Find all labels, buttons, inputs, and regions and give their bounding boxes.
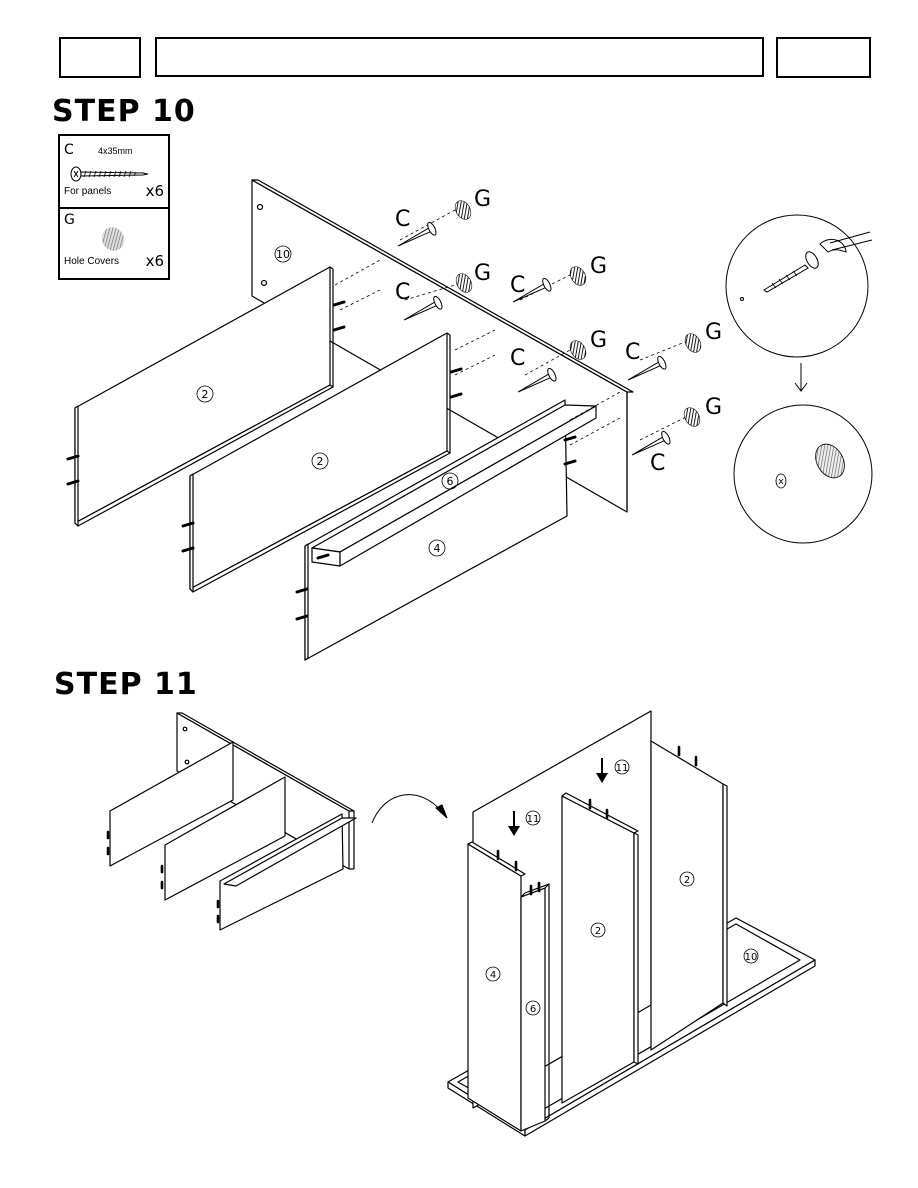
part-g-qty: x6: [145, 252, 164, 270]
arrow-down-icon: [508, 758, 608, 836]
detail-arrow-down: [794, 363, 808, 392]
hole-cover-icon: [454, 200, 702, 427]
screw-icon: [631, 430, 671, 456]
part-c-qty: x6: [145, 182, 164, 200]
detail-magnifier: [725, 214, 873, 544]
header-box-center: [155, 37, 764, 77]
part-g: G Hole Covers x6: [60, 208, 168, 279]
screw-icon: [627, 355, 667, 381]
panel-num-11: 11: [616, 763, 629, 774]
shelf-panel-2-rear: [650, 740, 728, 1051]
part-c-letter: C: [64, 142, 74, 158]
label-g: G: [474, 261, 491, 286]
panel-num-10: 10: [276, 248, 290, 261]
panel-num-10: 10: [745, 952, 758, 963]
panel-num-2: 2: [595, 926, 601, 937]
shelf-panel-2-b: [189, 332, 451, 593]
part-c-size: 4x35mm: [98, 146, 133, 156]
screw-icon: [403, 295, 443, 321]
hole-cover-icon: [101, 227, 125, 251]
label-c: C: [395, 207, 410, 232]
previous-assembly-thumbnail: [109, 712, 357, 931]
screw-icon: [70, 166, 148, 182]
detail-cover-installed: [775, 443, 845, 489]
part-c: C 4x35mm For panels x6: [60, 136, 168, 209]
panel-num-4: 4: [490, 970, 496, 981]
label-g: G: [590, 328, 607, 353]
panel-num-2: 2: [202, 388, 209, 401]
screw-icon: [397, 221, 437, 247]
screw-icon: [512, 277, 552, 303]
screw-icon: [517, 367, 557, 393]
label-c: C: [510, 346, 525, 371]
detail-screw-insert: [740, 231, 873, 301]
panel-num-11: 11: [527, 814, 540, 825]
part-g-desc: Hole Covers: [64, 256, 120, 267]
panel-num-6: 6: [530, 1004, 536, 1015]
label-c: C: [395, 280, 410, 305]
label-c: C: [510, 273, 525, 298]
label-g: G: [590, 254, 607, 279]
part-g-letter: G: [64, 212, 75, 228]
panel-num-4: 4: [434, 542, 441, 555]
step10-title: STEP 10: [52, 94, 196, 129]
curved-arrow-icon: [371, 794, 448, 824]
label-g: G: [705, 320, 722, 345]
front-panel-4: [467, 841, 526, 1132]
panel-num-2: 2: [317, 455, 324, 468]
parts-list: C 4x35mm For panels x6 G: [58, 134, 170, 280]
label-g: G: [474, 187, 491, 212]
label-c: C: [650, 451, 665, 476]
part-c-desc: For panels: [64, 186, 112, 197]
step11-title: STEP 11: [54, 667, 198, 702]
shelf-panel-2-front: [561, 792, 639, 1104]
label-g: G: [705, 395, 722, 420]
header-box-right: [776, 37, 871, 78]
shelf-panel-2-a: [74, 266, 334, 527]
top-strip-6: [311, 404, 597, 567]
label-c: C: [625, 340, 640, 365]
top-strip-6: [520, 883, 550, 1132]
header-box-left: [59, 37, 141, 78]
panel-num-6: 6: [447, 475, 454, 488]
panel-num-2: 2: [684, 875, 690, 886]
